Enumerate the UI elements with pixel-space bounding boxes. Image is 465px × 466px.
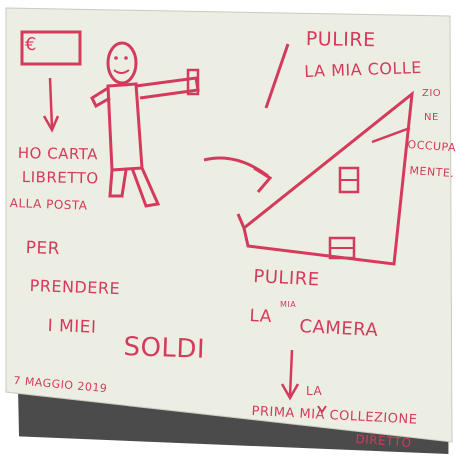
text-pulire-top: PULIRE — [306, 28, 376, 51]
text-soldi: SOLDI — [123, 332, 206, 365]
text-per: PER — [25, 238, 60, 259]
text-ne: NE — [424, 112, 439, 123]
text-la-small: LA — [306, 384, 322, 398]
text-i-miei: I MIEI — [47, 316, 97, 338]
text-zio: ZIO — [422, 88, 441, 99]
text-mia-small: MIA — [280, 300, 296, 309]
text-prendere: PRENDERE — [29, 276, 120, 298]
text-ho-carta: HO CARTA — [18, 144, 98, 163]
euro-symbol: € — [25, 34, 37, 55]
text-alla-posta: ALLA POSTA — [10, 196, 88, 213]
text-libretto: LIBRETTO — [22, 168, 99, 187]
text-pulire-bottom: PULIRE — [253, 266, 320, 290]
text-la-bottom: LA — [249, 306, 273, 327]
text-camera: CAMERA — [299, 316, 379, 341]
